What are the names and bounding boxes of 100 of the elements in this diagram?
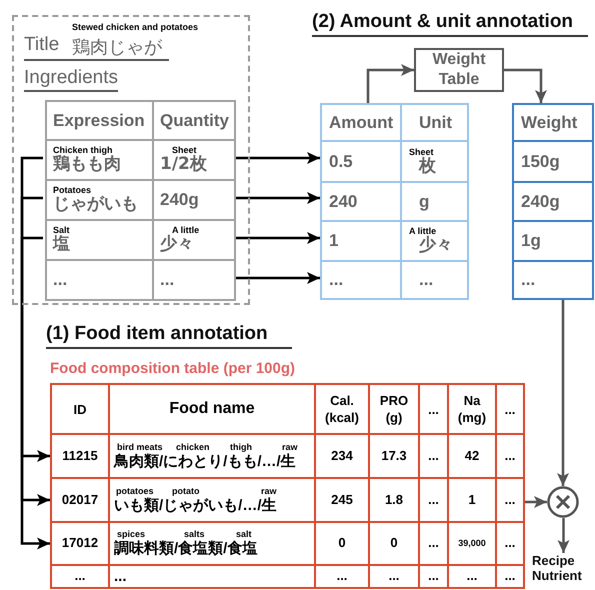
table-cell: [50, 383, 110, 435]
cell-text: いも類/じゃがいも/…/生: [114, 496, 278, 514]
translation-note: raw: [282, 442, 298, 452]
cell-text: 240g: [160, 190, 200, 210]
cell-text: 1/2枚: [160, 155, 208, 175]
arrow: [20, 156, 50, 462]
translation-note: raw: [261, 486, 277, 496]
result-label: Recipe Nutrient: [532, 553, 583, 583]
translation-note: bird meats: [117, 442, 163, 452]
table-cell: [512, 140, 594, 183]
cell-text: Weight: [521, 112, 578, 132]
table-cell: [152, 100, 236, 141]
cell-text: PRO (g): [378, 392, 410, 426]
cell-text: g: [418, 192, 430, 212]
cell-text: Cal. (kcal): [324, 392, 360, 426]
table-cell: [400, 103, 469, 142]
cell-text: 42: [464, 448, 480, 464]
cell-text: Unit: [418, 112, 454, 132]
cell-text: 塩: [53, 235, 71, 255]
arrow: [504, 68, 547, 103]
table-cell: [512, 220, 594, 262]
arrow: [525, 496, 547, 508]
cell-text: 0: [389, 536, 399, 551]
section-heading: (1) Food item annotation: [46, 323, 292, 349]
cell-text: 枚: [418, 156, 437, 176]
translation-note: Stewed chicken and potatoes: [72, 22, 198, 32]
cell-text: ...: [53, 270, 68, 290]
table-cell: [320, 260, 402, 300]
cell-text: Expression: [53, 110, 146, 130]
table-caption: Food composition table (per 100g): [50, 360, 296, 377]
cell-text: 1.8: [384, 492, 404, 508]
cell-text: 鳥肉類/にわとり/もも/…/生: [114, 452, 297, 470]
cell-text: Quantity: [160, 110, 230, 130]
translation-note: Sheet: [171, 145, 197, 156]
box-label: Weight Table: [431, 50, 487, 90]
cell-text: 0.5: [329, 152, 354, 172]
cell-text: ...: [504, 448, 516, 464]
cell-text: ...: [160, 270, 176, 290]
cell-text: ...: [114, 568, 128, 586]
cell-text: 1: [467, 492, 477, 508]
cell-text: ...: [336, 569, 348, 584]
cell-text: ...: [388, 569, 400, 584]
cell-text: 鶏もも肉: [53, 155, 122, 175]
recipe-title: 鶏肉じゃが: [72, 36, 162, 59]
cell-text: 02017: [60, 492, 100, 508]
translation-note: potatoes: [116, 486, 154, 496]
field-label: Title: [24, 34, 60, 56]
table-cell: [45, 100, 154, 141]
cell-text: 少々: [418, 236, 454, 256]
table-cell: [495, 383, 525, 435]
table-cell: [45, 259, 154, 301]
translation-note: thigh: [230, 442, 252, 452]
cell-text: 17012: [60, 536, 100, 551]
cell-text: 234: [330, 448, 354, 464]
cell-text: ...: [427, 448, 440, 464]
arrow: [20, 236, 50, 550]
cell-text: ...: [418, 270, 434, 290]
table-cell: [400, 260, 469, 300]
table-cell: [512, 103, 594, 142]
arrow: [558, 518, 570, 553]
cell-text: ...: [504, 400, 516, 418]
translation-note: potato: [172, 486, 200, 496]
cell-text: 39,000: [457, 538, 487, 549]
cell-text: じゃがいも: [53, 195, 139, 215]
cell-text: 17.3: [380, 448, 408, 464]
table-cell: [320, 103, 402, 142]
cell-text: ...: [504, 492, 516, 508]
translation-note: salts: [184, 529, 205, 540]
cell-text: ...: [427, 400, 440, 418]
translation-note: salt: [236, 529, 252, 540]
table-cell: [495, 564, 525, 589]
multiply-symbol: [547, 486, 579, 518]
translation-note: A little: [172, 225, 200, 236]
arrow: [557, 300, 569, 486]
recipe-card: [12, 15, 250, 305]
arrow: [366, 64, 414, 103]
cell-text: ID: [72, 400, 88, 418]
cell-text: Amount: [329, 112, 394, 132]
cell-text: 少々: [160, 235, 195, 255]
cell-text: ...: [521, 270, 536, 290]
translation-note: Salt: [53, 225, 71, 236]
cell-text: 245: [330, 492, 354, 508]
weight-table-box: [414, 48, 504, 92]
translation-note: Potatoes: [53, 185, 92, 196]
cell-text: ...: [427, 569, 440, 584]
translation-note: Chicken thigh: [53, 145, 113, 156]
table-cell: [50, 564, 110, 589]
cell-text: ...: [329, 270, 344, 290]
arrow: [234, 152, 320, 164]
arrow: [20, 196, 50, 506]
cell-text: 11215: [61, 448, 99, 464]
arrow: [234, 232, 320, 244]
cell-text: 240: [329, 192, 358, 212]
arrow: [234, 192, 320, 204]
table-cell: [152, 259, 236, 301]
cell-text: ...: [74, 569, 86, 584]
cell-text: 1g: [521, 231, 542, 251]
cell-text: 0: [337, 536, 347, 551]
translation-note: Sheet: [409, 146, 434, 157]
cell-text: ...: [427, 536, 440, 551]
